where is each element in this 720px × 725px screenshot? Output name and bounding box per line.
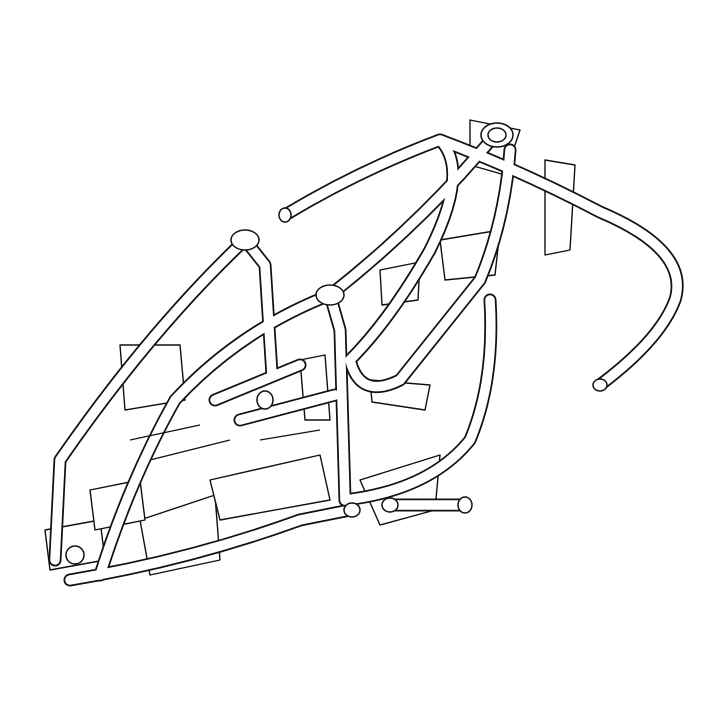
frame-tube-fill [65, 505, 355, 585]
frame-tube-fill [345, 135, 515, 392]
frame-tube-fill [235, 390, 340, 425]
frame-tube-fill [210, 360, 305, 405]
frame-tube-fill [95, 290, 335, 580]
frame-tube-fill [325, 290, 350, 505]
frame-tube-fill [280, 135, 682, 390]
frame-tube-fill [50, 235, 250, 565]
frame-details [65, 122, 608, 565]
frame-tubes [48, 123, 684, 587]
frame-tube-fill [340, 295, 496, 505]
